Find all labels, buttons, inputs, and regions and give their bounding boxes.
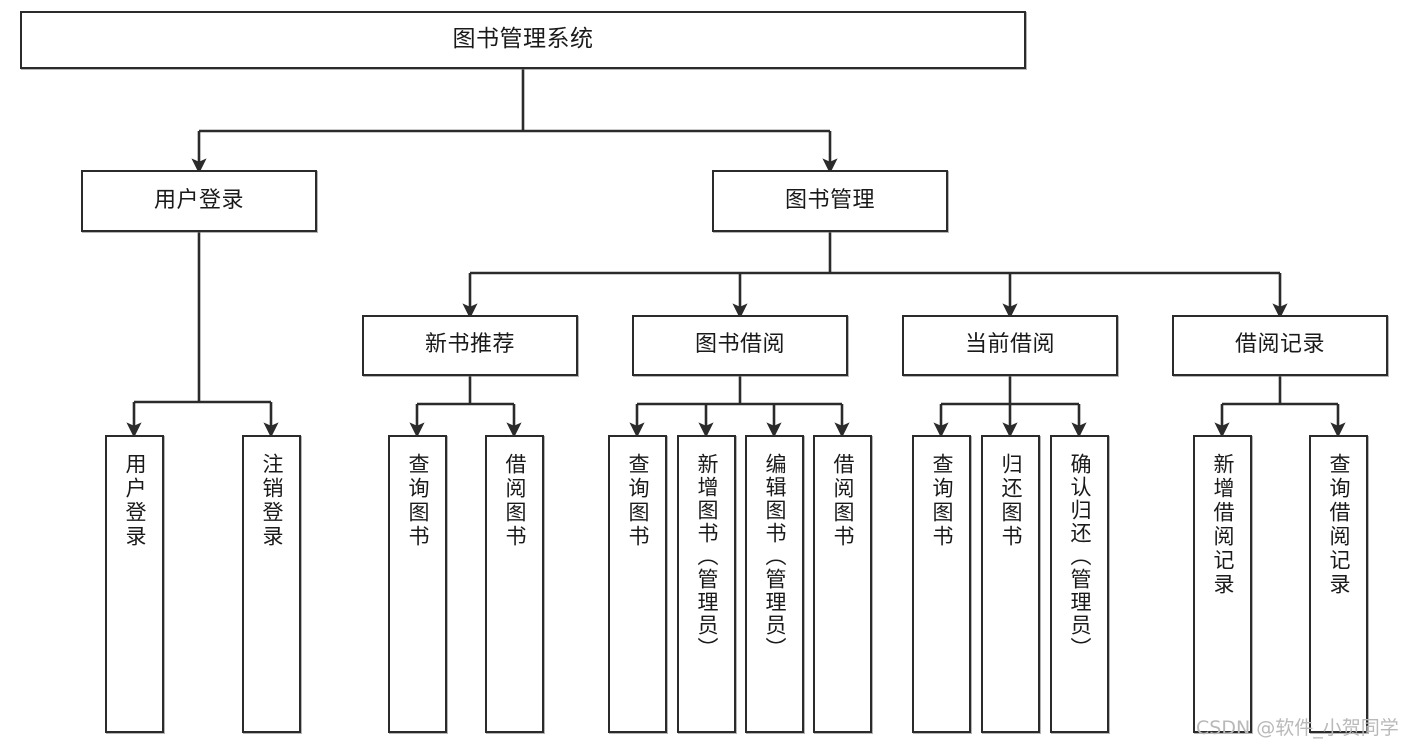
node-label: 新增借阅记录 [1211, 453, 1235, 597]
node-leaf-borrow-books[interactable]: 借阅图书 [813, 435, 872, 733]
node-label: 借阅记录 [1234, 332, 1325, 358]
node-leaf-borrow-books-newbook[interactable]: 借阅图书 [485, 435, 544, 733]
node-leaf-confirm-return-admin[interactable]: 确认归还（管理员） [1050, 435, 1109, 733]
node-label: 查询图书 [930, 453, 954, 549]
node-label: 确认归还（管理员） [1068, 453, 1092, 660]
node-label: 图书管理 [784, 187, 875, 213]
node-leaf-query-books-newbook[interactable]: 查询图书 [388, 435, 447, 733]
node-book-borrowing[interactable]: 图书借阅 [632, 315, 848, 376]
node-label: 新增图书（管理员） [695, 453, 719, 660]
node-label: 用户登录 [153, 187, 244, 213]
node-leaf-return-books[interactable]: 归还图书 [981, 435, 1040, 733]
csdn-watermark: CSDN @软件_小贺同学 [1196, 717, 1399, 739]
node-label: 借阅图书 [503, 453, 527, 549]
node-leaf-logout[interactable]: 注销登录 [242, 435, 301, 733]
node-leaf-edit-book-admin[interactable]: 编辑图书（管理员） [745, 435, 804, 733]
node-label: 用户登录 [123, 453, 147, 549]
node-user-login[interactable]: 用户登录 [81, 170, 317, 232]
node-root-book-management-system[interactable]: 图书管理系统 [20, 11, 1026, 69]
node-label: 查询借阅记录 [1327, 453, 1351, 597]
edges-currentborrow-to-leaves [933, 376, 1087, 438]
node-book-management[interactable]: 图书管理 [712, 170, 948, 232]
node-leaf-query-books-borrow[interactable]: 查询图书 [608, 435, 667, 733]
edges-userlogin-to-leaves [126, 232, 279, 438]
node-label: 查询图书 [626, 453, 650, 549]
node-label: 当前借阅 [964, 332, 1055, 358]
node-label: 图书借阅 [694, 332, 785, 358]
edges-bookborrow-to-leaves [629, 376, 850, 438]
node-label: 注销登录 [260, 453, 284, 549]
node-leaf-query-borrow-record[interactable]: 查询借阅记录 [1309, 435, 1368, 733]
node-borrowing-records[interactable]: 借阅记录 [1172, 315, 1388, 376]
node-current-borrowing[interactable]: 当前借阅 [902, 315, 1118, 376]
node-label: 图书管理系统 [452, 26, 594, 53]
edges-borrowrecord-to-leaves [1214, 376, 1346, 438]
node-leaf-add-book-admin[interactable]: 新增图书（管理员） [677, 435, 736, 733]
node-leaf-add-borrow-record[interactable]: 新增借阅记录 [1193, 435, 1252, 733]
edges-root-to-level2 [191, 69, 838, 174]
edges-bookmgmt-to-level3 [462, 232, 1288, 319]
node-leaf-user-login[interactable]: 用户登录 [105, 435, 164, 733]
node-label: 借阅图书 [831, 453, 855, 549]
node-new-book-recommendation[interactable]: 新书推荐 [362, 315, 578, 376]
node-label: 查询图书 [406, 453, 430, 549]
edges-newbook-to-leaves [409, 376, 522, 438]
node-label: 新书推荐 [424, 332, 515, 358]
node-leaf-query-books-current[interactable]: 查询图书 [912, 435, 971, 733]
node-label: 归还图书 [999, 453, 1023, 549]
node-label: 编辑图书（管理员） [763, 453, 787, 660]
